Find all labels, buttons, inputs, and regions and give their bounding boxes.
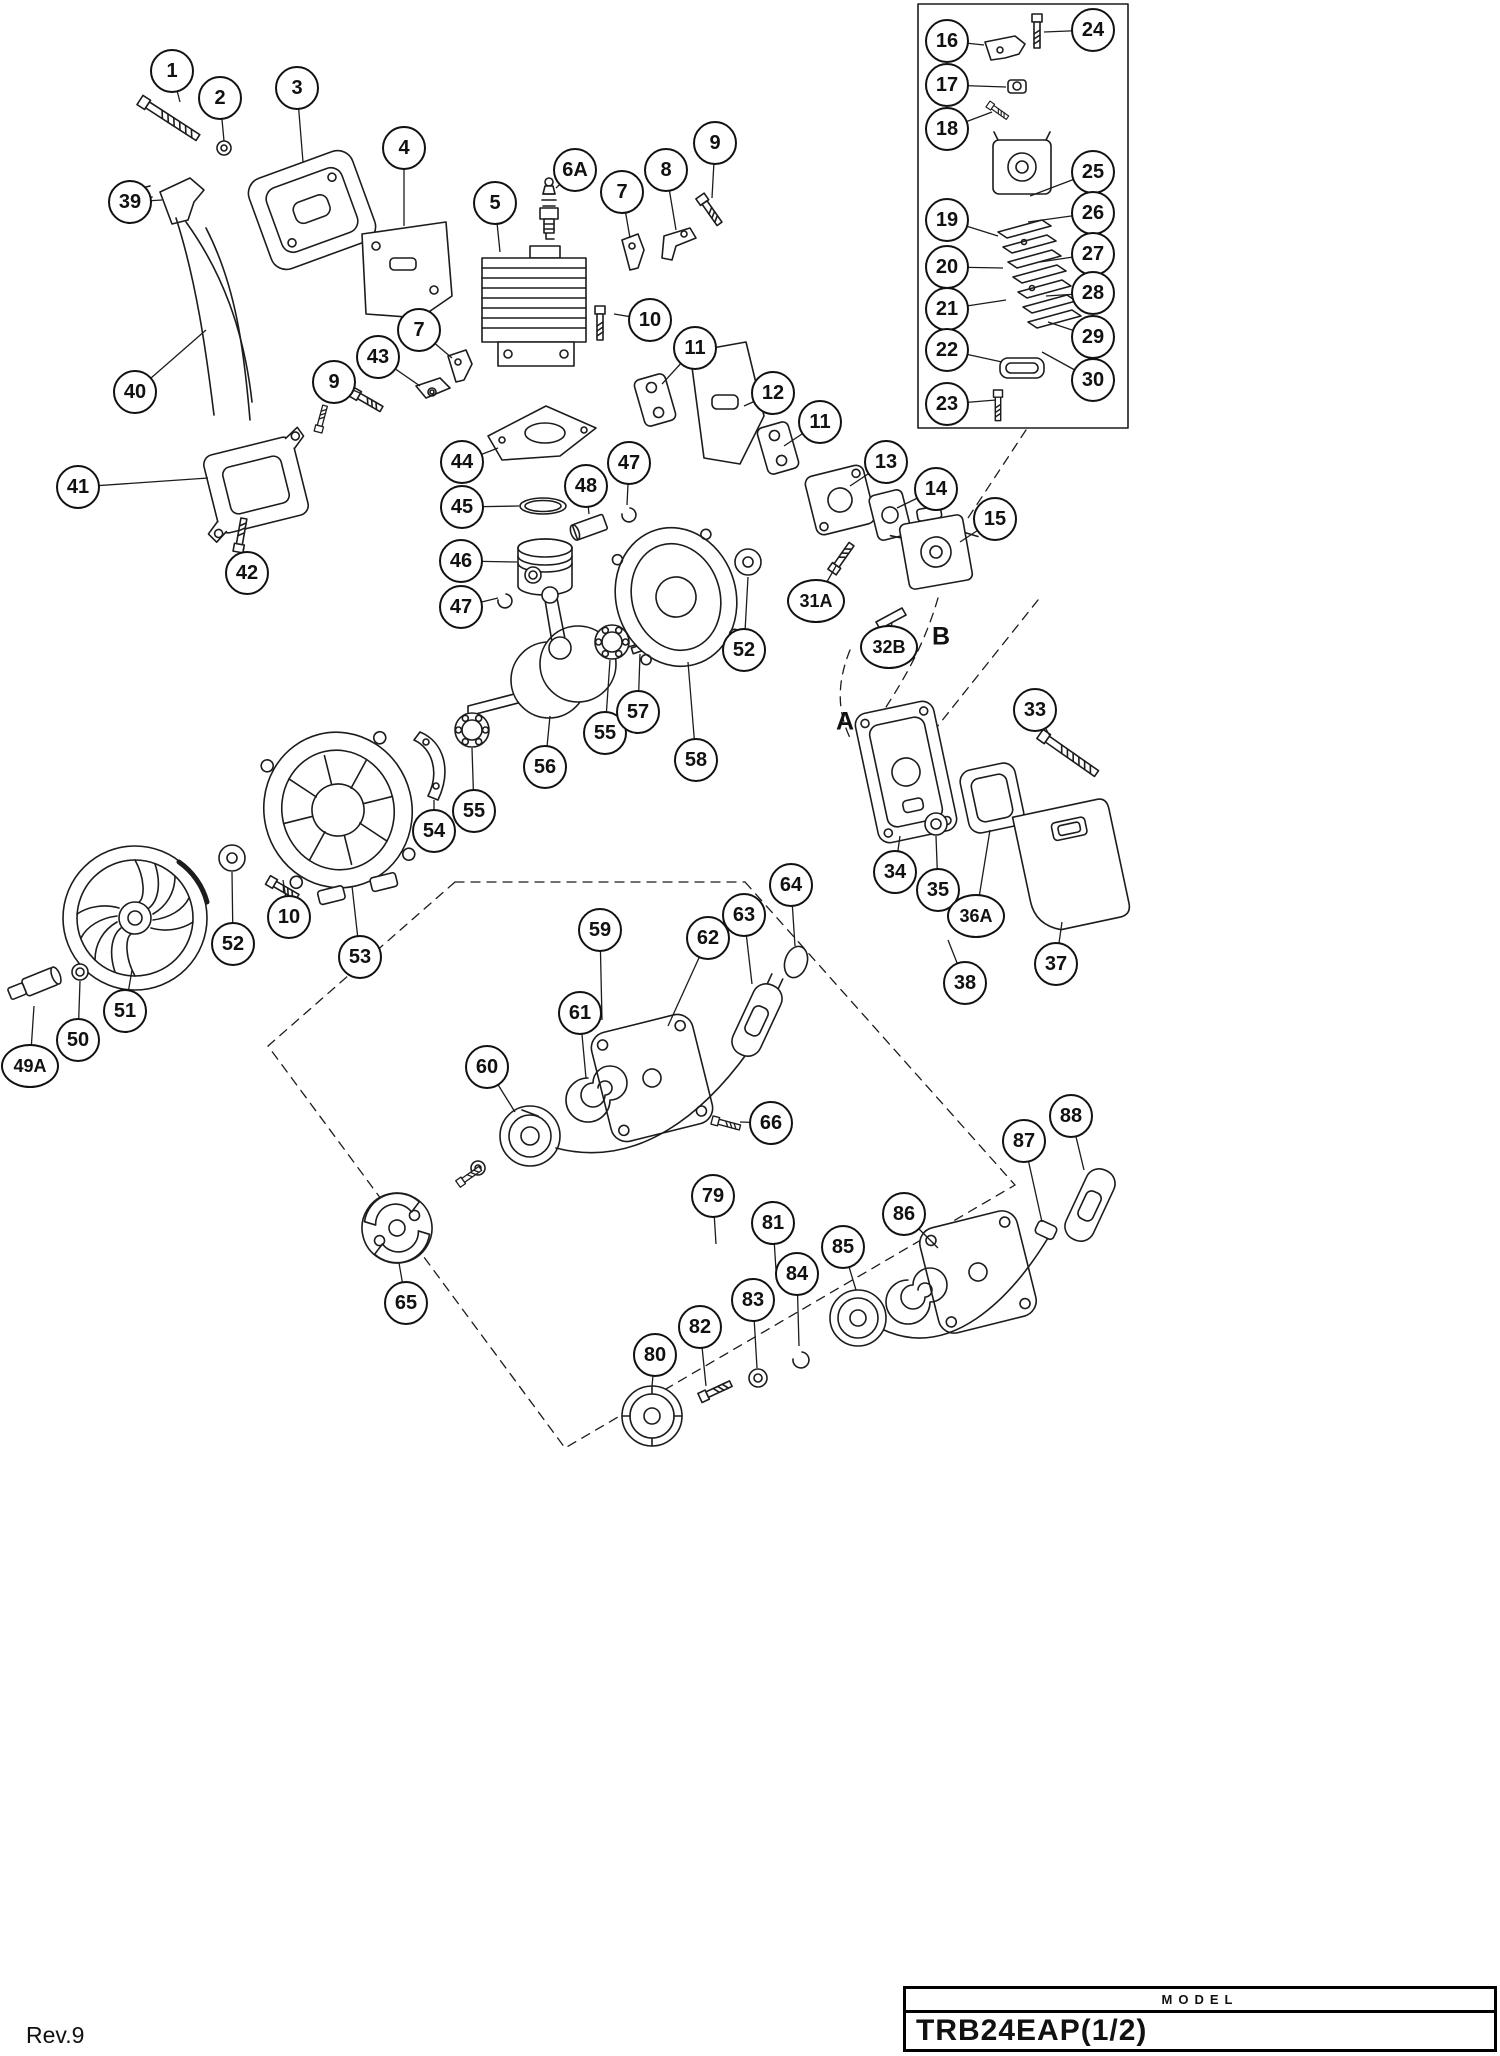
diaphragm-stack [997, 219, 1082, 329]
starter-case-62 [590, 1013, 714, 1143]
cylinder-group [348, 177, 725, 415]
clamp-43 [415, 377, 451, 399]
starter-hub-49a [7, 966, 62, 1001]
recoil-starter-group-2 [621, 1168, 1116, 1447]
pin-clip-47b [497, 593, 513, 609]
carburetor-body-detail [992, 131, 1052, 195]
gasket-11a [633, 373, 677, 427]
model-header-label: MODEL [906, 1989, 1494, 2013]
intake-group [633, 341, 979, 630]
ignition-group [133, 177, 330, 554]
piston-pin-48 [569, 513, 609, 541]
clip-84 [792, 1351, 810, 1369]
ignition-coil-41 [203, 426, 309, 544]
valve-17 [1007, 79, 1027, 94]
starter-handle-88 [1064, 1168, 1116, 1242]
clutch-drum-80 [621, 1385, 683, 1447]
cylinder-body-5 [481, 245, 587, 367]
pin-clip-47a [621, 507, 637, 523]
recoil-starter-group [455, 945, 809, 1188]
starter-handle-63 [731, 973, 784, 1057]
bracket-8 [661, 227, 697, 261]
cleaner-cover-37 [1011, 798, 1131, 931]
spark-plug-6a [539, 177, 559, 240]
clutch-65 [361, 1192, 433, 1264]
grommet-64 [783, 945, 809, 979]
gasket-22 [999, 357, 1045, 379]
starter-rope [555, 1051, 749, 1154]
starter-rope-2 [883, 1237, 1049, 1339]
filter-element-36a [959, 762, 1025, 834]
insulator-13 [804, 464, 876, 536]
muffler-group [136, 94, 377, 271]
plug-cap-39 [159, 177, 205, 225]
bracket-7a [621, 233, 645, 271]
muffler-body [247, 149, 377, 271]
rope-pulley-2 [829, 1289, 887, 1347]
heat-shield-12 [689, 341, 765, 465]
title-block: MODEL TRB24EAP(1/2) [903, 1986, 1497, 2052]
crankcase-half-53 [260, 730, 416, 906]
piston-group [487, 405, 637, 609]
muffler-gasket-plate-4 [361, 221, 453, 319]
gasket-54 [413, 731, 446, 801]
revision-label: Rev.9 [26, 2022, 85, 2048]
rope-pulley-60 [499, 1105, 561, 1167]
flywheel-group [7, 845, 210, 1001]
piston-46 [517, 538, 573, 596]
washer-50 [71, 963, 89, 981]
flywheel-51 [62, 845, 210, 991]
cylinder-gasket-44 [487, 405, 597, 461]
nut-83 [748, 1368, 768, 1388]
bracket-7b [447, 349, 473, 383]
choke-knob-35 [924, 812, 948, 836]
cover-plate-34 [854, 700, 958, 844]
air-cleaner-group [854, 700, 1131, 931]
crankcase-half-58 [611, 526, 741, 668]
bracket-16 [984, 35, 1026, 61]
rope-guide-87 [1034, 1219, 1058, 1241]
gasket-11b [756, 421, 800, 475]
model-number: TRB24EAP(1/2) [916, 2014, 1148, 2047]
ht-lead [185, 221, 253, 403]
